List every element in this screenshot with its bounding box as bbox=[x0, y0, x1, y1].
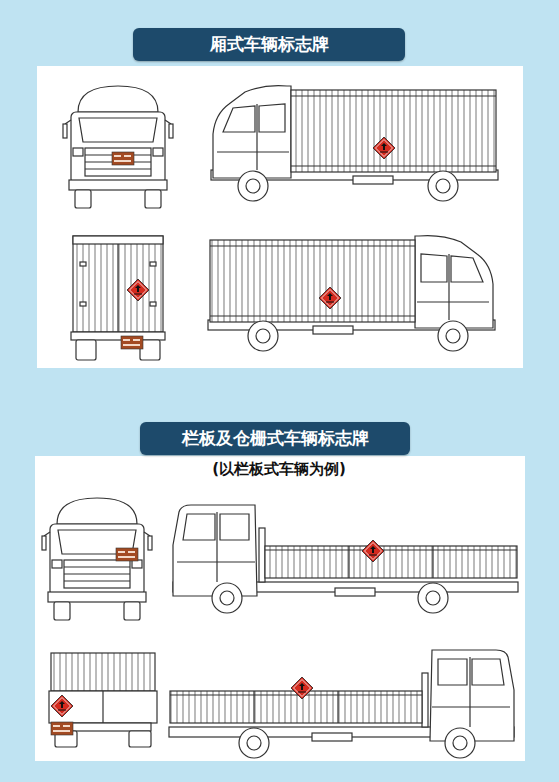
section-title-band: 栏板及仓栅式车辆标志牌 bbox=[140, 422, 410, 455]
section-title: 厢式车辆标志牌 bbox=[210, 33, 329, 56]
section-title: 栏板及仓栅式车辆标志牌 bbox=[182, 427, 369, 450]
subtitle-note: (以栏板式车辆为例) bbox=[212, 460, 346, 479]
section-title-band: 厢式车辆标志牌 bbox=[133, 28, 405, 61]
